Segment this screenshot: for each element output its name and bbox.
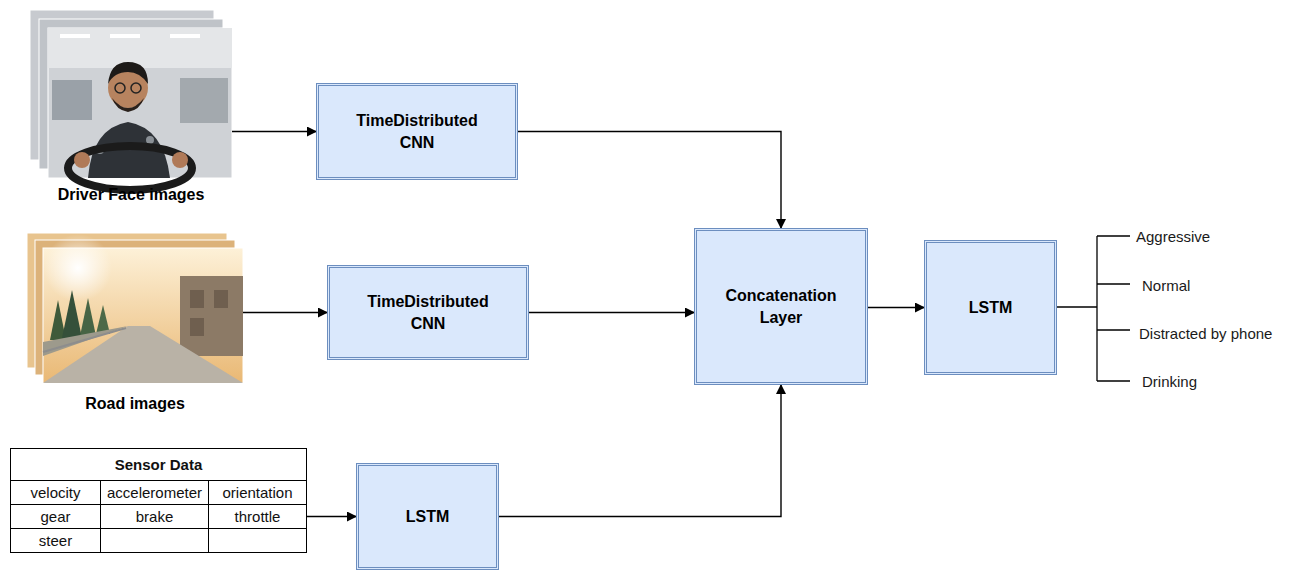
- table-text: accelerometer: [107, 484, 202, 501]
- table-text: throttle: [235, 508, 281, 525]
- road-image-node: Road images: [27, 233, 243, 415]
- arrow-connector: [307, 516, 356, 517]
- box-text-wrap: TimeDistributed CNN: [353, 291, 503, 334]
- arrow-connector: [499, 385, 781, 517]
- table-cell-empty: [209, 529, 307, 553]
- box-text-wrap: Concatenation Layer: [711, 285, 851, 328]
- table-cell: steer: [11, 529, 101, 553]
- table-cell: velocity: [11, 481, 101, 505]
- arrow-connector: [868, 307, 924, 308]
- table-cell-empty: [101, 529, 209, 553]
- table-cell: gear: [11, 505, 101, 529]
- table-text: brake: [136, 508, 174, 525]
- sensor-table: Sensor Data velocity accelerometer orientat…: [10, 448, 307, 553]
- road-photo-stack: [27, 233, 243, 383]
- class-label: Drinking: [1142, 373, 1197, 390]
- box-label: LSTM: [969, 297, 1013, 319]
- process-box: LSTM: [924, 240, 1057, 375]
- box-label: Concatenation Layer: [711, 285, 851, 328]
- class-label: Distracted by phone: [1139, 325, 1272, 342]
- face-photo-stack: [30, 10, 232, 190]
- arrow-connector: [232, 131, 316, 132]
- arrow-connector: [243, 312, 327, 313]
- table-cell: accelerometer: [101, 481, 209, 505]
- table-text: steer: [39, 532, 72, 549]
- output-bracket: [1057, 236, 1130, 381]
- box-text-wrap: LSTM: [969, 297, 1013, 319]
- image-caption: Road images: [7, 395, 263, 413]
- table-text: orientation: [222, 484, 292, 501]
- process-box: TimeDistributed CNN: [316, 83, 518, 180]
- arrow-connector: [518, 132, 781, 229]
- table-header: Sensor Data: [11, 449, 307, 481]
- box-label: TimeDistributed CNN: [342, 110, 492, 153]
- table-text: Sensor Data: [115, 456, 203, 473]
- image-caption: Driver Face images: [10, 186, 252, 204]
- box-text-wrap: LSTM: [406, 506, 450, 528]
- class-label: Normal: [1142, 277, 1190, 294]
- table-cell: throttle: [209, 505, 307, 529]
- box-label: LSTM: [406, 506, 450, 528]
- table-text: velocity: [30, 484, 80, 501]
- table-cell: orientation: [209, 481, 307, 505]
- table-text: gear: [40, 508, 70, 525]
- arrow-connector: [529, 312, 694, 313]
- process-box: Concatenation Layer: [694, 228, 868, 385]
- table-cell: brake: [101, 505, 209, 529]
- process-box: LSTM: [356, 463, 499, 570]
- box-text-wrap: TimeDistributed CNN: [342, 110, 492, 153]
- class-label: Aggressive: [1136, 228, 1210, 245]
- process-box: TimeDistributed CNN: [327, 265, 529, 360]
- box-label: TimeDistributed CNN: [353, 291, 503, 334]
- face-image-node: Driver Face images: [30, 10, 232, 206]
